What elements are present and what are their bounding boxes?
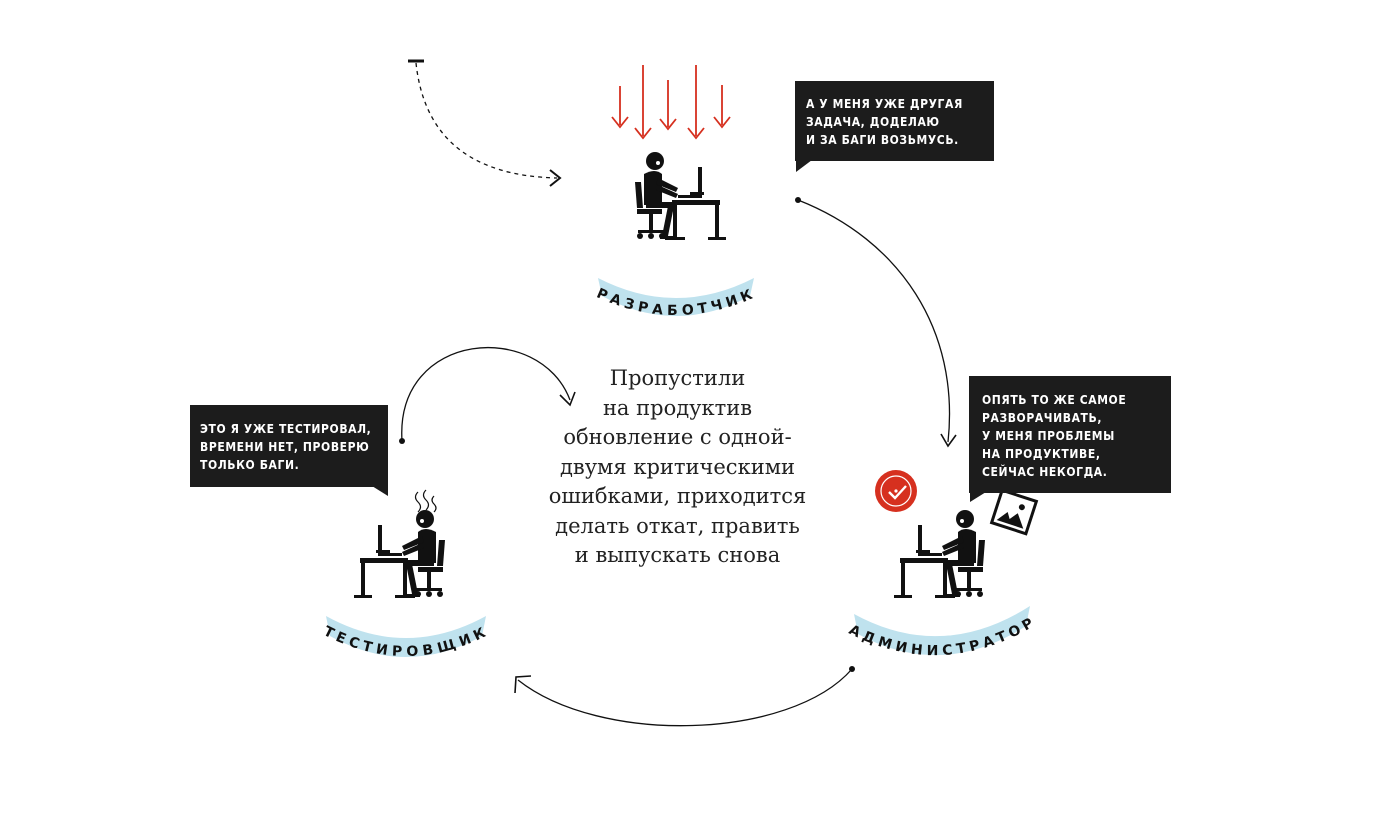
ribbon-tester (326, 616, 486, 657)
speech-bubble-tester: ЭТО Я УЖЕ ТЕСТИРОВАЛ, ВРЕМЕНИ НЕТ, ПРОВЕ… (190, 405, 388, 487)
speech-bubble-developer: А У МЕНЯ УЖЕ ДРУГАЯ ЗАДАЧА, ДОДЕЛАЮ И ЗА… (795, 81, 994, 161)
speech-bubble-admin: ОПЯТЬ ТО ЖЕ САМОЕ РАЗВОРАЧИВАТЬ, У МЕНЯ … (969, 376, 1171, 493)
arrow-dev-to-admin (797, 199, 951, 443)
developer-workstation-icon (635, 152, 726, 240)
down-arrow-icon (611, 65, 731, 140)
tester-workstation-icon (354, 510, 445, 598)
entry-dashed-arrow (415, 62, 558, 179)
bubble-tail-tester (372, 486, 388, 496)
admin-workstation-icon (894, 510, 985, 598)
photo-icon (989, 488, 1039, 536)
steam-icon (414, 489, 437, 513)
ribbon-developer (598, 278, 754, 316)
bubble-tail-developer (796, 160, 812, 172)
arrow-admin-to-tester (517, 668, 853, 727)
arrow-tester-to-center (401, 346, 571, 442)
clock-icon (875, 470, 917, 512)
center-caption: Пропустили на продуктив обновление с одн… (548, 366, 807, 567)
entry-arrowhead (549, 169, 562, 187)
ribbon-admin (854, 606, 1030, 656)
bubble-tail-admin (970, 492, 986, 502)
